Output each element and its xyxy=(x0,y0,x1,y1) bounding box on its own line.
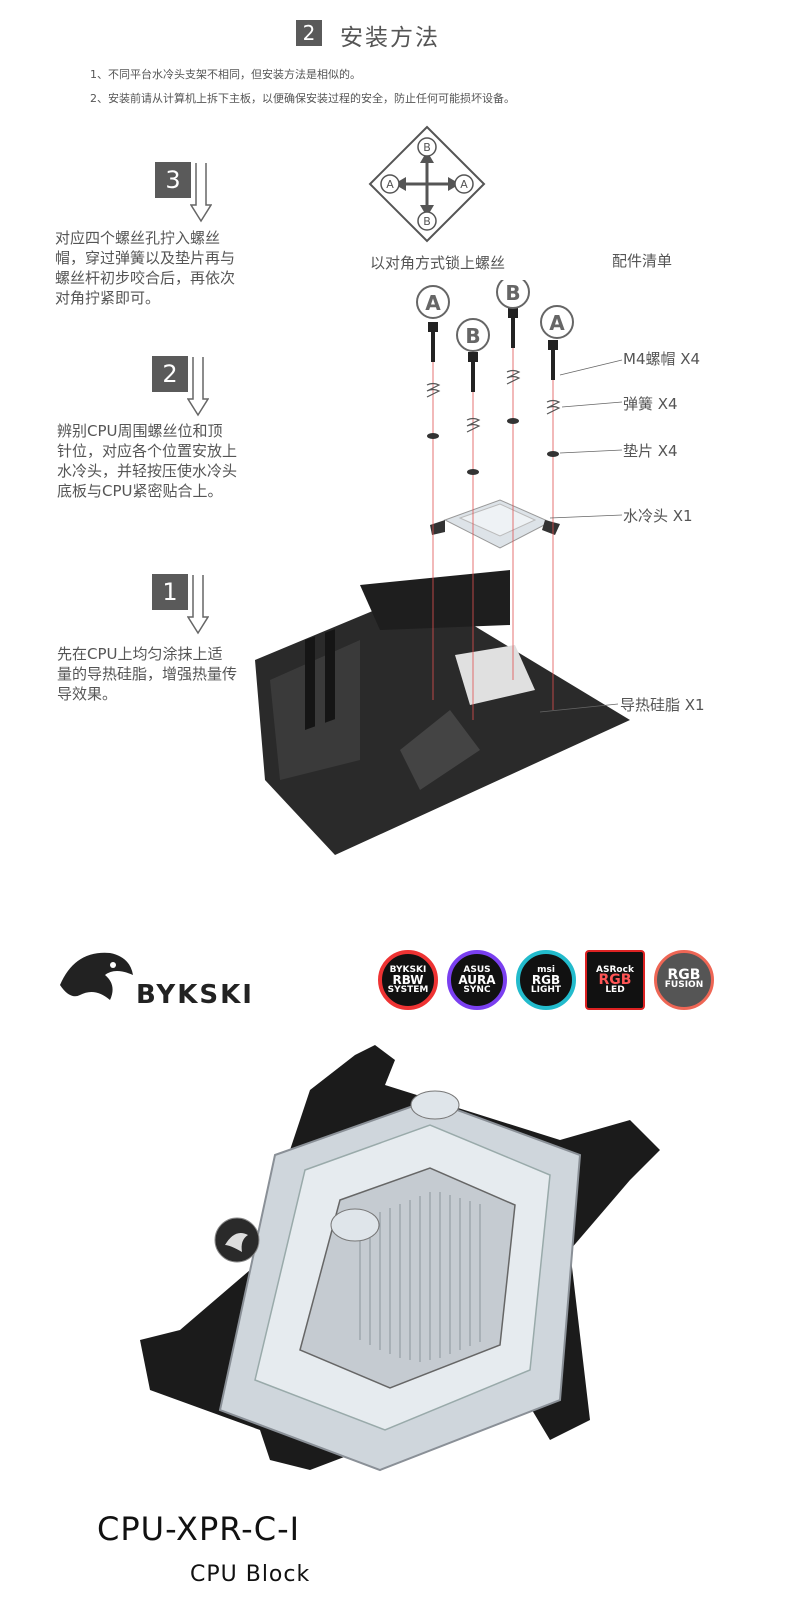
brand-name: BYKSKI xyxy=(136,980,254,1010)
part-label-cooler: 水冷头 X1 xyxy=(623,507,693,525)
product-subtitle: CPU Block xyxy=(190,1562,311,1587)
step-3-text: 对应四个螺丝孔拧入螺丝帽，穿过弹簧以及垫片再与螺丝杆初步咬合后，再依次对角拧紧即… xyxy=(55,229,236,307)
section-number-badge: 2 xyxy=(296,20,322,46)
step-3-badge: 3 xyxy=(155,162,191,198)
bykski-dragon-logo-icon xyxy=(60,952,133,1000)
step-2-text: 辨别CPU周围螺丝位和顶针位，对应各个位置安放上水冷头，并轻按压使水冷头底板与C… xyxy=(57,422,238,500)
install-note-1: 1、不同平台水冷头支架不相同，但安装方法是相似的。 xyxy=(90,68,361,81)
down-arrow-icon xyxy=(187,357,209,417)
install-note-2: 2、安装前请从计算机上拆下主板，以便确保安装过程的安全，防止任何可能损坏设备。 xyxy=(90,92,515,105)
part-label-nut: M4螺帽 X4 xyxy=(623,350,701,368)
part-label-thermal-paste: 导热硅脂 X1 xyxy=(620,696,705,714)
compass-right-letter: A xyxy=(460,178,468,191)
compass-left-letter: A xyxy=(386,178,394,191)
cpu-block-product-image xyxy=(140,1045,660,1472)
part-label-washer: 垫片 X4 xyxy=(623,442,678,460)
exploded-install-diagram: A B B A xyxy=(255,280,630,855)
screw-letter-3: B xyxy=(505,281,520,305)
step-1-badge: 1 xyxy=(152,574,188,610)
part-label-spring: 弹簧 X4 xyxy=(623,395,678,413)
compass-bottom-letter: B xyxy=(423,215,431,228)
down-arrow-icon xyxy=(190,163,212,223)
compass-top-letter: B xyxy=(423,141,431,154)
screw-letter-4: A xyxy=(549,311,565,335)
parts-list-title: 配件清单 xyxy=(612,252,673,270)
diagonal-caption: 以对角方式锁上螺丝 xyxy=(370,254,506,272)
diagonal-tightening-icon: B B A A xyxy=(368,125,486,243)
down-arrow-icon xyxy=(187,575,209,635)
section-title: 安装方法 xyxy=(340,25,440,51)
screw-letter-1: A xyxy=(425,291,441,315)
product-model: CPU-XPR-C-I xyxy=(97,1510,301,1548)
step-1-text: 先在CPU上均匀涂抹上适量的导热硅脂，增强热量传导效果。 xyxy=(57,645,238,703)
screw-letter-2: B xyxy=(465,324,480,348)
step-2-badge: 2 xyxy=(152,356,188,392)
